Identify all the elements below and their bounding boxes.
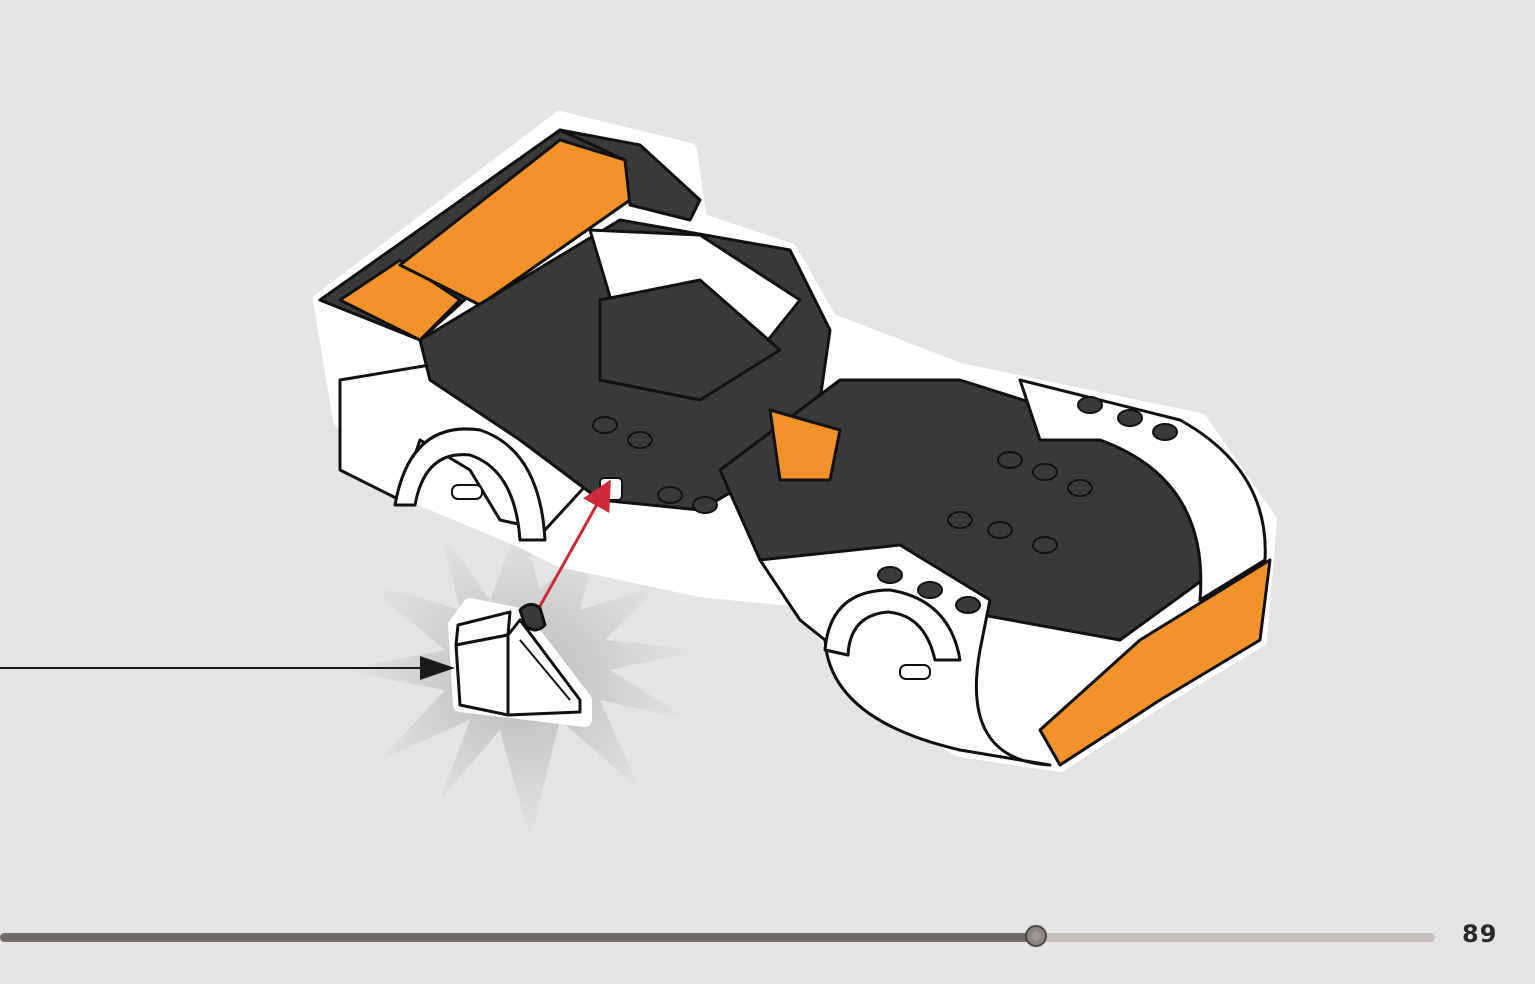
assembly-arrow	[533, 479, 611, 616]
page-number: 89	[1462, 920, 1498, 948]
progress-knob[interactable]	[1025, 925, 1048, 947]
progress-fill	[0, 933, 1037, 942]
slope-brick-with-clip-icon	[448, 598, 592, 727]
progress-bar[interactable]	[0, 933, 1435, 942]
race-car-model-icon	[313, 111, 1277, 772]
pointer-arrow	[0, 656, 455, 680]
